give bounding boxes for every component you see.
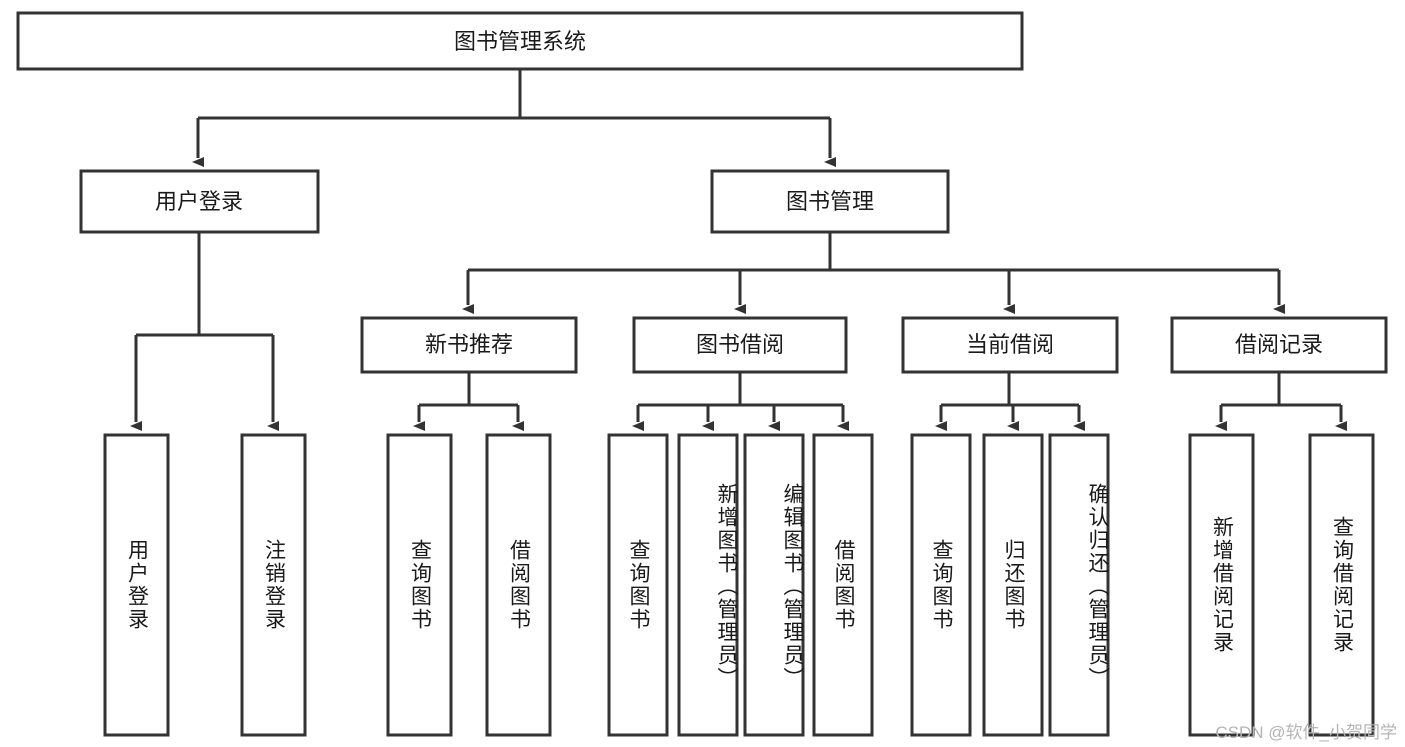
leaf-query-borrow-rec-box[interactable] [1308, 433, 1375, 737]
new-book-recommend-box[interactable] [360, 316, 578, 374]
leaf-query-book-cur-box[interactable] [910, 433, 972, 737]
leaf-confirm-return-box[interactable] [1048, 433, 1110, 737]
book-borrow-label: 图书借阅 [696, 332, 784, 357]
user-login-label: 用户登录 [155, 189, 243, 214]
leaf-user-login-box[interactable] [103, 433, 170, 737]
leaf-return-book-box[interactable] [982, 433, 1044, 737]
leaf-layer [103, 433, 1375, 737]
node-new-book-recommend[interactable]: 新书推荐 [360, 316, 578, 374]
book-management-label: 图书管理 [786, 189, 874, 214]
leaf-edit-book-box[interactable] [743, 433, 805, 737]
node-book-management[interactable]: 图书管理 [710, 169, 950, 234]
current-borrow-box[interactable] [901, 316, 1119, 374]
root-label: 图书管理系统 [454, 29, 586, 54]
leaf-borrow-book-brw-box[interactable] [812, 433, 874, 737]
node-borrow-record[interactable]: 借阅记录 [1170, 316, 1388, 374]
current-borrow-label: 当前借阅 [966, 332, 1054, 357]
new-book-recommend-label: 新书推荐 [425, 332, 513, 357]
node-root[interactable]: 图书管理系统 [16, 11, 1024, 71]
node-current-borrow[interactable]: 当前借阅 [901, 316, 1119, 374]
book-borrow-box[interactable] [632, 316, 848, 374]
user-login-box[interactable] [79, 169, 320, 234]
leaf-query-book-rec-box[interactable] [386, 433, 453, 737]
book-management-box[interactable] [710, 169, 950, 234]
node-book-borrow[interactable]: 图书借阅 [632, 316, 848, 374]
connector-layer [130, 69, 1347, 431]
leaf-add-book-box[interactable] [677, 433, 739, 737]
leaf-logout-box[interactable] [240, 433, 307, 737]
node-user-login[interactable]: 用户登录 [79, 169, 320, 234]
leaf-borrow-book-rec-box[interactable] [485, 433, 552, 737]
leaf-add-borrow-rec-box[interactable] [1188, 433, 1255, 737]
borrow-record-box[interactable] [1170, 316, 1388, 374]
borrow-record-label: 借阅记录 [1235, 332, 1323, 357]
leaf-query-book-brw-box[interactable] [607, 433, 669, 737]
root-box[interactable] [16, 11, 1024, 71]
